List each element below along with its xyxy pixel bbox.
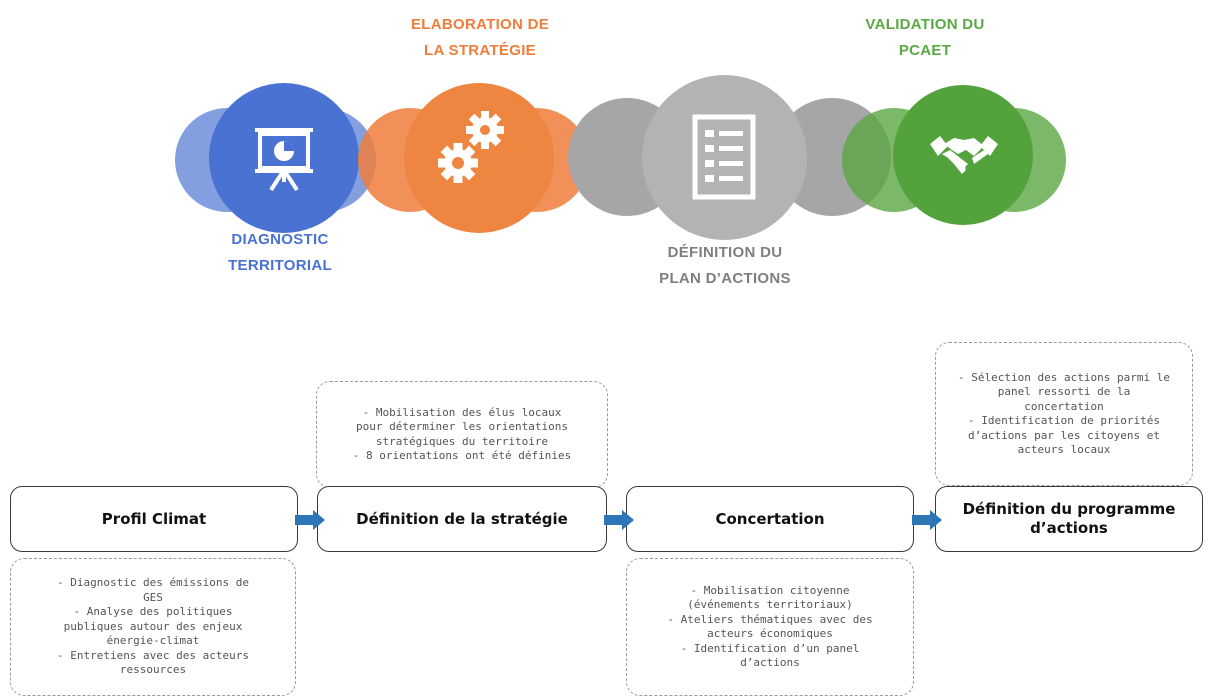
phase-label-plan: DÉFINITION DU PLAN D’ACTIONS <box>659 244 791 287</box>
step-note-concertation: - Mobilisation citoyenne (événements ter… <box>626 558 914 696</box>
green-main-circle <box>893 85 1033 225</box>
phase-label-diagnostic: DIAGNOSTIC TERRITORIAL <box>228 231 332 274</box>
phase-label-strategie: ELABORATION DE LA STRATÉGIE <box>410 16 550 59</box>
handshake-icon <box>930 136 998 174</box>
step-box-definition-strategie: Définition de la stratégie <box>317 486 607 552</box>
checklist-icon <box>692 114 756 200</box>
arrow-right-icon <box>604 510 634 530</box>
gray-main-circle <box>642 75 807 240</box>
arrow-right-icon <box>912 510 942 530</box>
phase-label-validation: VALIDATION DU PCAET <box>865 16 985 59</box>
gears-icon <box>438 111 504 183</box>
step-box-concertation: Concertation <box>626 486 914 552</box>
step-box-programme-actions: Définition du programme d’actions <box>935 486 1203 552</box>
arrow-right-icon <box>295 510 325 530</box>
step-note-profil-climat: - Diagnostic des émissions de GES - Anal… <box>10 558 296 696</box>
presentation-chart-icon <box>255 128 313 192</box>
step-note-programme: - Sélection des actions parmi le panel r… <box>935 342 1193 486</box>
step-box-profil-climat: Profil Climat <box>10 486 298 552</box>
step-note-strategie: - Mobilisation des élus locaux pour déte… <box>316 381 608 488</box>
orange-main-circle <box>404 83 554 233</box>
